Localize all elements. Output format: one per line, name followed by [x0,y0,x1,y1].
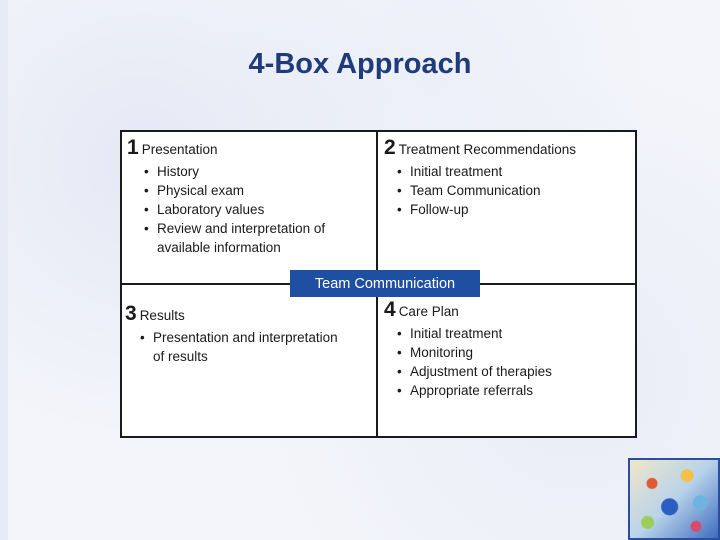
box-item-list: •Initial treatment •Team Communication •… [397,162,576,219]
box-treatment-recommendations: 2 Treatment Recommendations •Initial tre… [384,136,576,219]
box-title: Treatment Recommendations [398,142,577,157]
box-title: Presentation [141,142,218,157]
list-item: •History [144,164,200,179]
slide-title: 4-Box Approach [248,48,472,80]
list-item: •Initial treatment [397,326,503,341]
box-item-list: •Initial treatment •Monitoring •Adjustme… [397,324,552,400]
box-title: Results [139,308,185,323]
list-item: •Physical exam [144,183,245,198]
team-communication-banner: Team Communication [290,270,480,297]
bullet-icon: • [397,202,402,217]
list-item: •Presentation and interpretation [140,330,338,345]
box-header: 1 Presentation [127,136,325,160]
bullet-icon: • [397,326,402,341]
box-number: 1 [127,136,139,159]
box-number: 2 [384,136,396,159]
corner-painting-thumbnail [628,458,720,540]
bullet-icon: • [397,183,402,198]
list-item-continuation: available information [157,240,281,255]
box-number: 4 [384,298,396,321]
list-item: •Laboratory values [144,202,265,217]
box-header: 2 Treatment Recommendations [384,136,576,160]
list-item: •Follow-up [397,202,469,217]
box-item-list: •Presentation and interpretation of resu… [140,328,338,366]
box-presentation: 1 Presentation •History •Physical exam •… [127,136,325,257]
bullet-icon: • [397,364,402,379]
bullet-icon: • [144,221,149,236]
bullet-icon: • [397,345,402,360]
bullet-icon: • [397,383,402,398]
box-results: 3 Results •Presentation and interpretati… [125,302,338,366]
box-header: 3 Results [125,302,338,326]
list-item: •Team Communication [397,183,541,198]
list-item: •Adjustment of therapies [397,364,552,379]
slide-left-rule [0,0,8,540]
list-item: •Review and interpretation of [144,221,326,236]
bullet-icon: • [140,330,145,345]
list-item: •Monitoring [397,345,474,360]
bullet-icon: • [144,202,149,217]
box-care-plan: 4 Care Plan •Initial treatment •Monitori… [384,298,552,400]
bullet-icon: • [397,164,402,179]
box-header: 4 Care Plan [384,298,552,322]
box-item-list: •History •Physical exam •Laboratory valu… [144,162,325,257]
list-item-continuation: of results [153,349,208,364]
list-item: •Initial treatment [397,164,503,179]
list-item: •Appropriate referrals [397,383,534,398]
bullet-icon: • [144,183,149,198]
box-number: 3 [125,302,137,325]
bullet-icon: • [144,164,149,179]
box-title: Care Plan [398,304,459,319]
